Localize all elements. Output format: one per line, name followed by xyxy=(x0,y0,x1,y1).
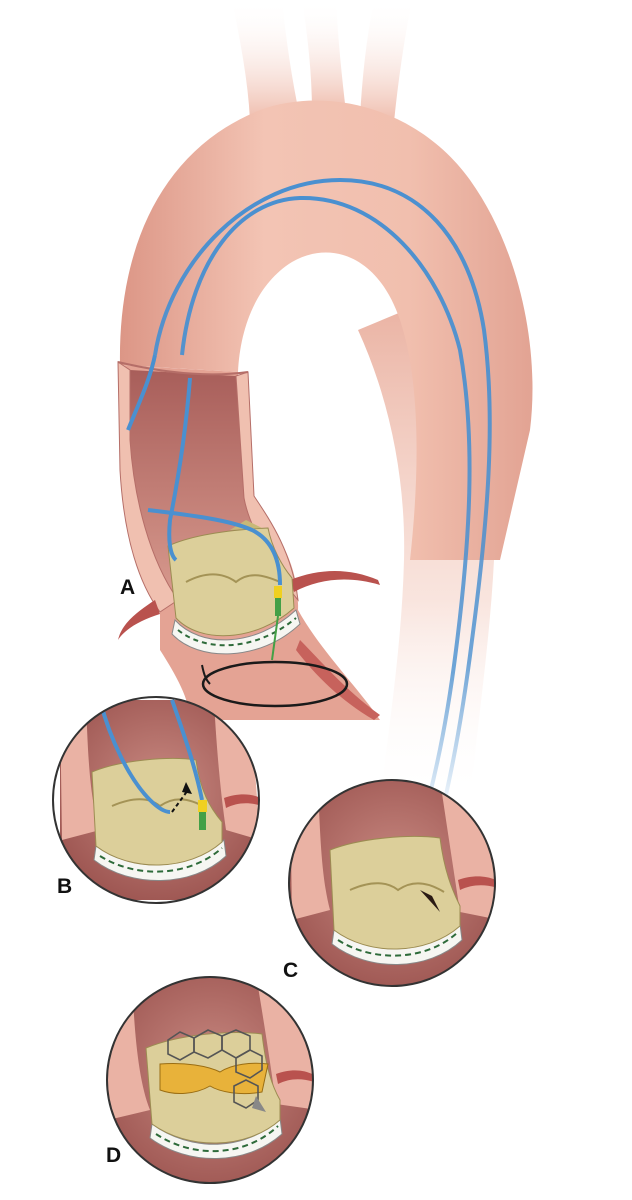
inset-c-stitch xyxy=(337,931,459,957)
inset-d-leaflet-tip xyxy=(252,1096,266,1112)
inset-b-coronary xyxy=(224,794,259,808)
inset-b-leaflets xyxy=(91,758,223,866)
catheter-tip-green-a xyxy=(275,598,281,616)
aortic-arch-main xyxy=(117,0,533,831)
label-b: B xyxy=(57,875,73,898)
valve-leaflets-a xyxy=(167,527,295,637)
inset-b-border xyxy=(52,696,260,904)
cut-edge-top xyxy=(117,361,249,376)
inset-d-stitch xyxy=(155,1125,279,1152)
loop-lead xyxy=(201,664,211,685)
guidewire-2-lumen xyxy=(167,377,192,562)
inset-c-leaflets xyxy=(329,836,461,950)
inset-c-coaptation xyxy=(349,882,445,893)
valve-post-a xyxy=(230,520,262,530)
inset-b-tip-green xyxy=(199,812,206,830)
inset-b xyxy=(52,696,260,904)
inset-c-leaflet-tear xyxy=(420,890,440,912)
guidewire-crossing xyxy=(147,508,282,586)
inset-b-guidewire-1 xyxy=(98,699,171,814)
label-a: A xyxy=(120,576,136,599)
inset-c xyxy=(288,779,496,987)
branch-vessel-3 xyxy=(360,0,412,122)
inset-b-guidewire-2 xyxy=(170,699,204,801)
arrow-icon xyxy=(182,782,192,794)
valve-coaptation-a xyxy=(185,573,281,584)
inset-d-coronary xyxy=(276,1070,313,1084)
inset-b-stitch xyxy=(99,847,223,873)
inset-b-arrow-dashed xyxy=(171,789,189,813)
label-d: D xyxy=(106,1144,122,1167)
coronary-artery-left xyxy=(118,600,160,640)
wire-loop xyxy=(201,660,349,708)
guidewire-1-lumen xyxy=(126,354,157,431)
inset-d xyxy=(106,976,314,1184)
inset-d-border xyxy=(106,976,314,1184)
branch-vessel-1 xyxy=(232,0,300,120)
inset-c-coronary xyxy=(458,876,495,890)
transcatheter-valve-implant xyxy=(159,1062,269,1095)
inset-b-tip-yellow xyxy=(198,800,207,812)
coronary-artery-right xyxy=(290,571,380,592)
sewing-ring-stitch-a xyxy=(177,617,297,647)
branch-vessel-2 xyxy=(302,0,346,112)
label-c: C xyxy=(283,959,299,982)
guidewire-2-arch xyxy=(180,195,472,831)
inset-c-border xyxy=(288,779,496,987)
pacing-lead-a xyxy=(271,615,279,661)
valve-prosthesis-a xyxy=(167,520,301,655)
guidewire-1-arch xyxy=(153,177,492,821)
catheter-tip-yellow-a xyxy=(274,586,282,598)
coronary-artery-lower xyxy=(296,640,380,720)
inset-d-sewing-ring xyxy=(149,1116,283,1159)
